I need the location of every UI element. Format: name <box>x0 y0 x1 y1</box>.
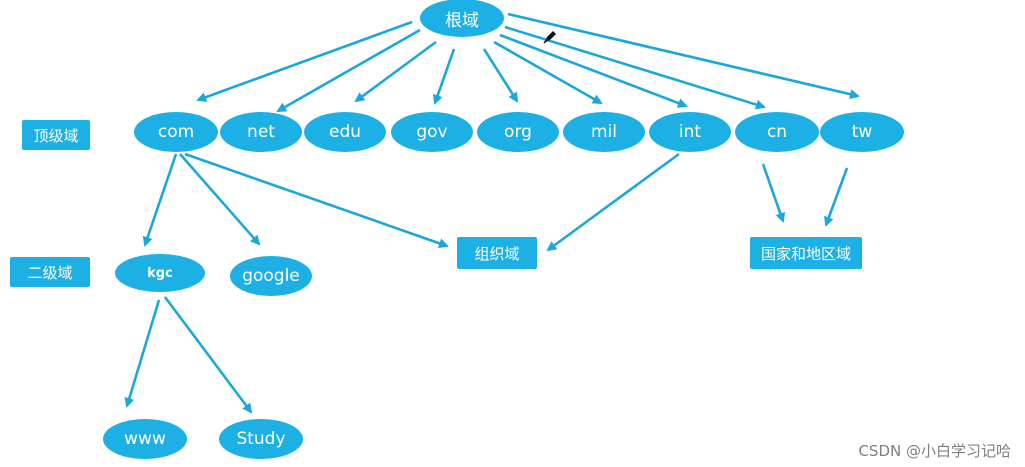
node-organization-domain: 组织域 <box>457 237 537 269</box>
edge-tw-to-country_domain <box>824 167 849 227</box>
node-country-region-domain: 国家和地区域 <box>750 237 862 269</box>
node-google: google <box>230 256 312 296</box>
node-com: com <box>134 112 218 152</box>
label-top-level-domain: 顶级域 <box>22 120 90 150</box>
node-root: 根域 <box>420 0 504 37</box>
pen-cursor-icon <box>543 31 556 44</box>
node-mil: mil <box>563 112 645 152</box>
edge-root-to-com <box>196 20 413 102</box>
edge-root-to-mil <box>493 40 603 105</box>
edge-com-to-org_domain <box>184 152 449 249</box>
node-gov: gov <box>391 112 473 152</box>
node-int: int <box>649 112 731 152</box>
node-net: net <box>220 112 302 152</box>
edge-root-to-edu <box>354 40 437 103</box>
node-kgc: kgc <box>115 254 205 292</box>
edge-root-to-int <box>499 33 688 108</box>
node-study: Study <box>219 419 303 459</box>
node-tw: tw <box>820 112 904 152</box>
node-cn: cn <box>735 112 819 152</box>
edge-root-to-org <box>482 48 519 103</box>
edge-com-to-kgc <box>142 153 178 247</box>
edge-kgc-to-www <box>124 299 161 408</box>
node-org: org <box>477 112 559 152</box>
edge-root-to-tw <box>507 12 860 100</box>
node-www: www <box>103 419 187 459</box>
edge-cn-to-country_domain <box>761 163 786 223</box>
watermark: CSDN @小白学习记哈 <box>858 442 1011 460</box>
edge-int-to-org_domain <box>546 152 680 252</box>
edge-com-to-google <box>179 153 261 246</box>
edge-kgc-to-study <box>163 296 253 414</box>
node-edu: edu <box>304 112 386 152</box>
label-second-level-domain: 二级域 <box>10 257 90 287</box>
edge-root-to-net <box>276 28 421 113</box>
edge-root-to-gov <box>432 48 456 105</box>
